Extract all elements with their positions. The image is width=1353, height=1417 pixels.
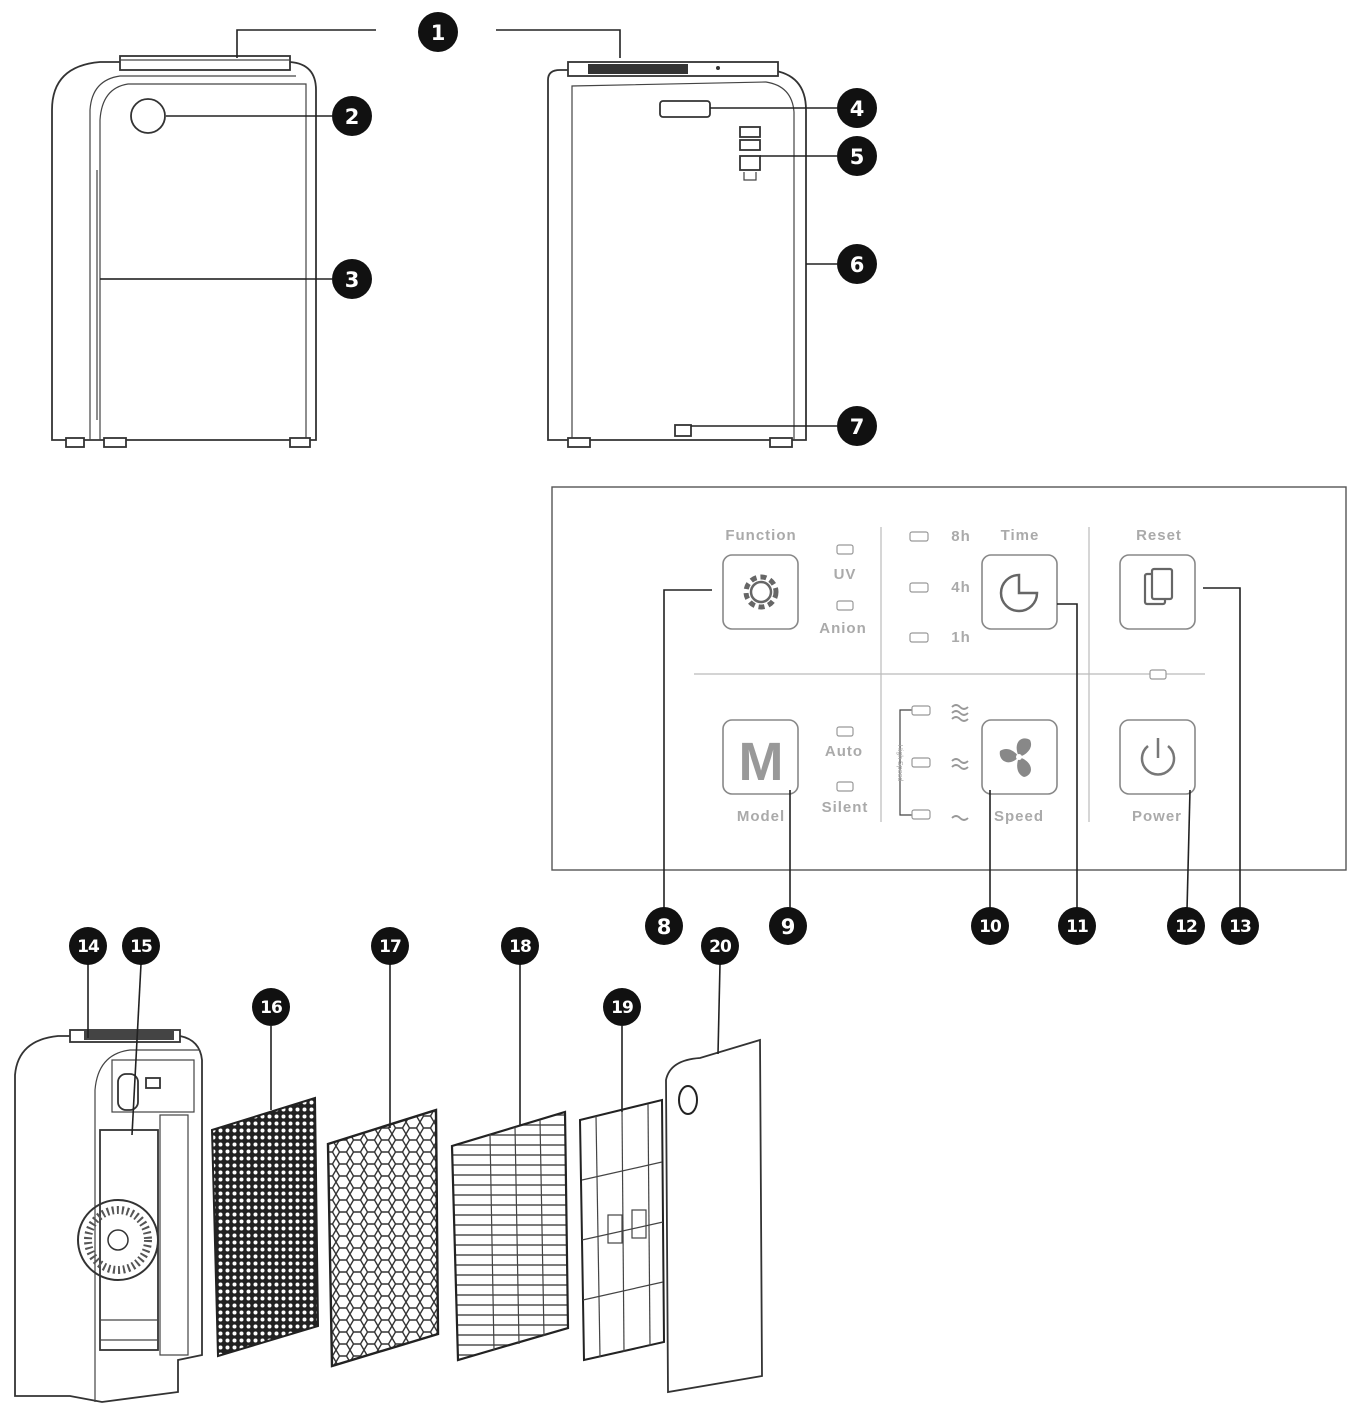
speed-high-led [911, 705, 931, 716]
svg-text:20: 20 [709, 937, 732, 957]
callout-20: 20 [701, 927, 739, 965]
time-button[interactable] [981, 554, 1058, 630]
svg-text:9: 9 [781, 915, 796, 939]
power-label: Power [1132, 808, 1182, 825]
time-4h-led [909, 582, 929, 593]
control-panel: Function UV Anion 8h 4h 1h Time Reset [551, 486, 1347, 871]
svg-text:2: 2 [345, 105, 360, 129]
silent-led [836, 781, 854, 792]
svg-text:19: 19 [611, 998, 633, 1018]
callout-15: 15 [122, 927, 160, 965]
back-view-unit [547, 61, 807, 448]
high-speed-label: High Speed [896, 745, 903, 782]
callout-5: 5 [837, 136, 877, 176]
filter-17 [326, 1108, 440, 1368]
svg-text:15: 15 [130, 937, 152, 957]
svg-text:3: 3 [345, 268, 360, 292]
callout-1: 1 [418, 12, 458, 52]
speed-button[interactable] [981, 719, 1058, 795]
filter-reset-icon [1143, 567, 1174, 606]
svg-text:17: 17 [379, 937, 401, 957]
callout-7: 7 [837, 406, 877, 446]
svg-text:8: 8 [657, 915, 672, 939]
svg-text:16: 16 [260, 998, 282, 1018]
time-label: Time [1001, 527, 1040, 544]
uv-led [836, 544, 854, 555]
filter-19-frame [578, 1098, 666, 1362]
speed-low-wave-icon [951, 815, 969, 821]
svg-text:6: 6 [850, 253, 865, 277]
callout-4: 4 [837, 88, 877, 128]
callout-9: 9 [769, 907, 807, 945]
filter-18 [450, 1110, 570, 1362]
svg-text:4: 4 [850, 97, 865, 121]
model-m-glyph: M [739, 732, 784, 792]
timer-icon [999, 573, 1039, 613]
function-button[interactable] [722, 554, 799, 630]
callout-12: 12 [1167, 907, 1205, 945]
speed-high-wave-icon [951, 704, 969, 722]
callout-18: 18 [501, 927, 539, 965]
svg-text:13: 13 [1229, 917, 1251, 937]
front-view-unit [51, 55, 317, 448]
svg-text:7: 7 [850, 415, 865, 439]
leader-lines-panel [663, 587, 1241, 911]
svg-text:11: 11 [1066, 917, 1088, 937]
callout-11: 11 [1058, 907, 1096, 945]
gear-icon [743, 574, 779, 610]
anion-label: Anion [819, 620, 867, 637]
svg-text:5: 5 [850, 145, 865, 169]
filter-16 [210, 1096, 320, 1358]
callout-10: 10 [971, 907, 1009, 945]
speed-medium-led [911, 757, 931, 768]
svg-text:1: 1 [431, 21, 446, 45]
callout-8: 8 [645, 907, 683, 945]
speed-low-led [911, 809, 931, 820]
silent-label: Silent [822, 799, 869, 816]
time-1h-label: 1h [951, 629, 971, 646]
auto-label: Auto [825, 743, 863, 760]
model-label: Model [737, 808, 785, 825]
anion-led [836, 600, 854, 611]
svg-text:10: 10 [979, 917, 1002, 937]
svg-text:14: 14 [77, 937, 100, 957]
callout-13: 13 [1221, 907, 1259, 945]
callout-14: 14 [69, 927, 107, 965]
leader-lines-top [100, 29, 837, 427]
callout-19: 19 [603, 988, 641, 1026]
time-8h-label: 8h [951, 528, 971, 545]
time-1h-led [909, 632, 929, 643]
leader-lines-bottom [87, 963, 721, 1136]
reset-button[interactable] [1119, 554, 1196, 630]
callout-6: 6 [837, 244, 877, 284]
svg-text:12: 12 [1175, 917, 1197, 937]
time-8h-led [909, 531, 929, 542]
svg-text:18: 18 [509, 937, 531, 957]
fan-icon [999, 738, 1032, 777]
power-icon [1140, 738, 1176, 776]
callout-17: 17 [371, 927, 409, 965]
callout-3: 3 [332, 259, 372, 299]
uv-label: UV [834, 566, 857, 583]
housing-exploded [14, 1029, 203, 1403]
callout-2: 2 [332, 96, 372, 136]
speed-medium-wave-icon [951, 758, 969, 770]
function-label: Function [725, 527, 796, 544]
power-button[interactable] [1119, 719, 1196, 795]
callout-16: 16 [252, 988, 290, 1026]
front-cover-20 [665, 1038, 763, 1394]
fan-wheel-icon [77, 1199, 159, 1281]
reset-label: Reset [1136, 527, 1182, 544]
auto-led [836, 726, 854, 737]
model-button[interactable]: M [722, 719, 799, 795]
speed-label: Speed [994, 808, 1044, 825]
time-4h-label: 4h [951, 579, 971, 596]
reset-indicator-led [1149, 669, 1167, 680]
